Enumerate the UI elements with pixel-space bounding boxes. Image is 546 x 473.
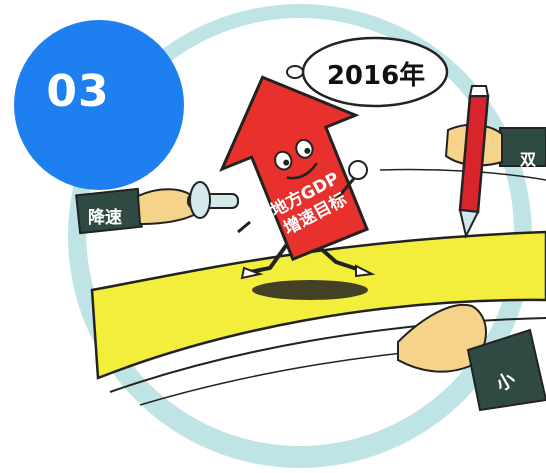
- arrow-shadow: [252, 280, 368, 300]
- speech-bubble-text: 2016年: [326, 61, 426, 91]
- section-number: 03: [46, 66, 110, 117]
- section-number-badge: [14, 20, 184, 190]
- pen-hand: [444, 85, 546, 239]
- arrow-right-arm: [334, 175, 358, 201]
- arrow-legs: [248, 238, 362, 274]
- yellow-road: [90, 230, 546, 380]
- bottom-hand: [397, 303, 546, 412]
- key-handle: [189, 181, 211, 219]
- bubble-tail: [286, 65, 304, 79]
- right-cuff-text: 双: [520, 150, 537, 169]
- arrow-right-fist: [348, 160, 368, 180]
- arrow-feet: [240, 264, 376, 280]
- left-cuff-text: 降速: [88, 208, 122, 228]
- red-arrow-character: [219, 75, 370, 262]
- arrow-left-arm: [237, 220, 251, 234]
